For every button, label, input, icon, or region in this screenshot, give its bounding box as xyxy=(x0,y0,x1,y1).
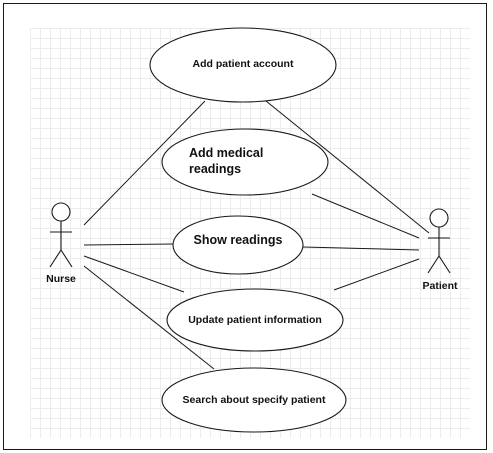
association-patient-add-medical-readings xyxy=(311,193,420,239)
actor-label-patient: Patient xyxy=(422,280,458,292)
patient-actor-figure xyxy=(427,208,451,274)
use-case-label-update-patient-information: Update patient information xyxy=(188,314,322,326)
use-case-add-medical-readings xyxy=(161,128,329,196)
use-case-label-search-about-specify-patient: Search about specify patient xyxy=(182,394,326,406)
actor-label-nurse: Nurse xyxy=(46,273,76,285)
use-case-label-add-patient-account: Add patient account xyxy=(192,58,294,70)
use-case-label-add-medical-readings-line2: readings xyxy=(189,162,242,176)
use-case-search-about-specify-patient xyxy=(161,367,347,433)
association-nurse-update-patient-information xyxy=(83,255,185,293)
use-case-label-show-readings: Show readings xyxy=(193,233,283,247)
use-case-add-patient-account xyxy=(149,27,337,103)
nurse-actor-figure xyxy=(49,202,73,268)
use-case-update-patient-information xyxy=(166,288,344,352)
association-patient-add-patient-account xyxy=(265,100,430,234)
use-case-label-add-medical-readings-line1: Add medical xyxy=(189,146,264,160)
association-patient-show-readings xyxy=(302,246,420,251)
association-patient-update-patient-information xyxy=(333,258,420,291)
association-nurse-add-patient-account xyxy=(83,100,206,226)
association-nurse-search-about-specify-patient xyxy=(83,265,215,370)
use-case-show-readings xyxy=(172,215,304,275)
association-nurse-show-readings xyxy=(83,243,175,246)
